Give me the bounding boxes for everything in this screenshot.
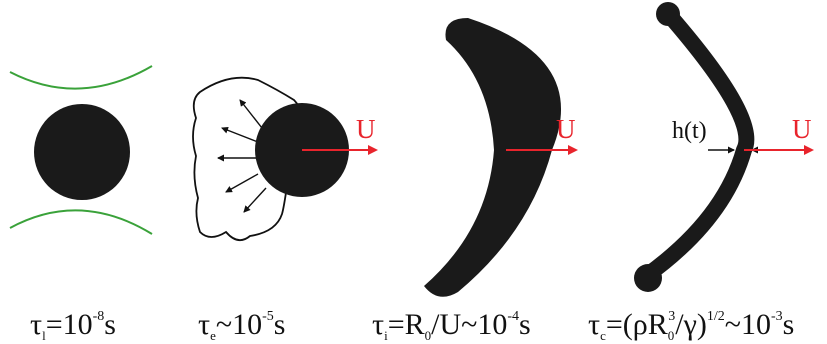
lower-rim: [634, 264, 662, 292]
caption-3: τi=R0/U~10-4s: [372, 308, 531, 343]
crescent-drop: [424, 18, 562, 297]
panel-3: U: [424, 18, 578, 297]
velocity-label: U: [556, 114, 576, 144]
drop: [34, 104, 130, 200]
velocity-label: U: [792, 114, 812, 144]
panel-4: h(t) U: [634, 2, 814, 292]
upper-flow-line: [9, 65, 153, 90]
lower-flow-line: [9, 209, 153, 235]
velocity-label: U: [356, 114, 376, 144]
panel-1: [9, 65, 153, 235]
upper-rim: [656, 2, 680, 26]
caption-2: τe~10-5s: [198, 308, 285, 343]
panel-2: U: [192, 76, 378, 242]
thin-sheet: [638, 8, 755, 284]
radial-arrows: [217, 99, 267, 213]
caption-1: τl=10-8s: [30, 308, 116, 343]
expansion-outline: [192, 76, 301, 242]
caption-4: τc=(ρR03/γ)1/2~10-3s: [588, 308, 794, 343]
film-thickness-label: h(t): [672, 118, 707, 144]
